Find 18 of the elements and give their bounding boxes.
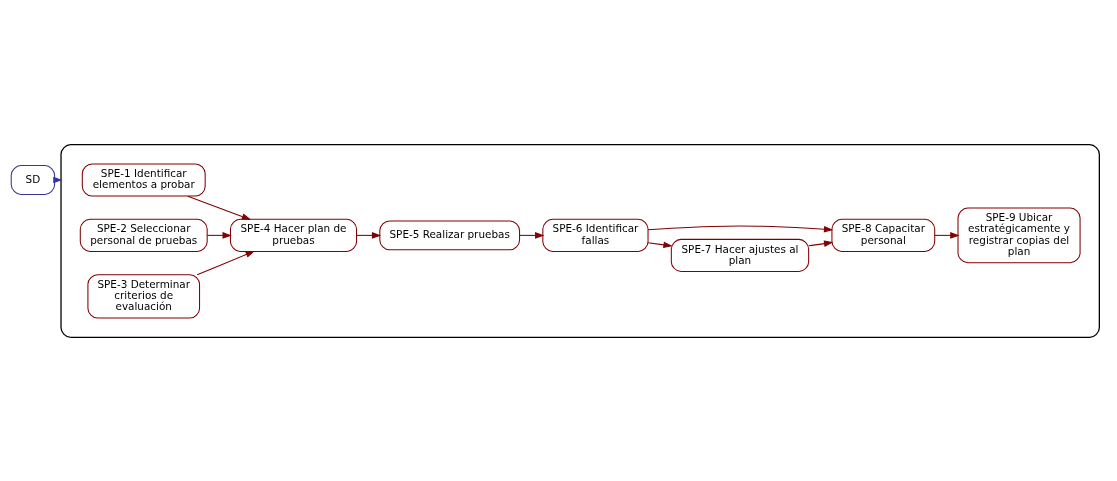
node-box: SPE-2 Seleccionar personal de pruebas [79, 218, 208, 252]
arrow [647, 224, 834, 232]
arrow [808, 239, 834, 247]
node-box: SPE-3 Determinar criterios de evaluación [87, 273, 201, 319]
arrow [647, 241, 673, 248]
node-box: SPE-5 Realizar pruebas [379, 219, 521, 250]
node-box: SPE-7 Hacer ajustes al plan [670, 238, 810, 272]
node-box: SPE-6 Identificar fallas [542, 218, 649, 252]
arrow [206, 231, 232, 239]
arrow [519, 231, 545, 239]
node-box: SPE-1 Identificar elementos a probar [81, 162, 206, 197]
node-box: SPE-8 Capacitar personal [831, 218, 936, 252]
node-box: SPE-9 Ubicar estratégicamente y registrar copias del plan [957, 207, 1081, 263]
arrow [196, 250, 255, 275]
arrow [356, 231, 382, 239]
cluster [60, 143, 1100, 338]
node-box: SPE-4 Hacer plan de pruebas [229, 218, 358, 252]
arrow [187, 195, 252, 220]
